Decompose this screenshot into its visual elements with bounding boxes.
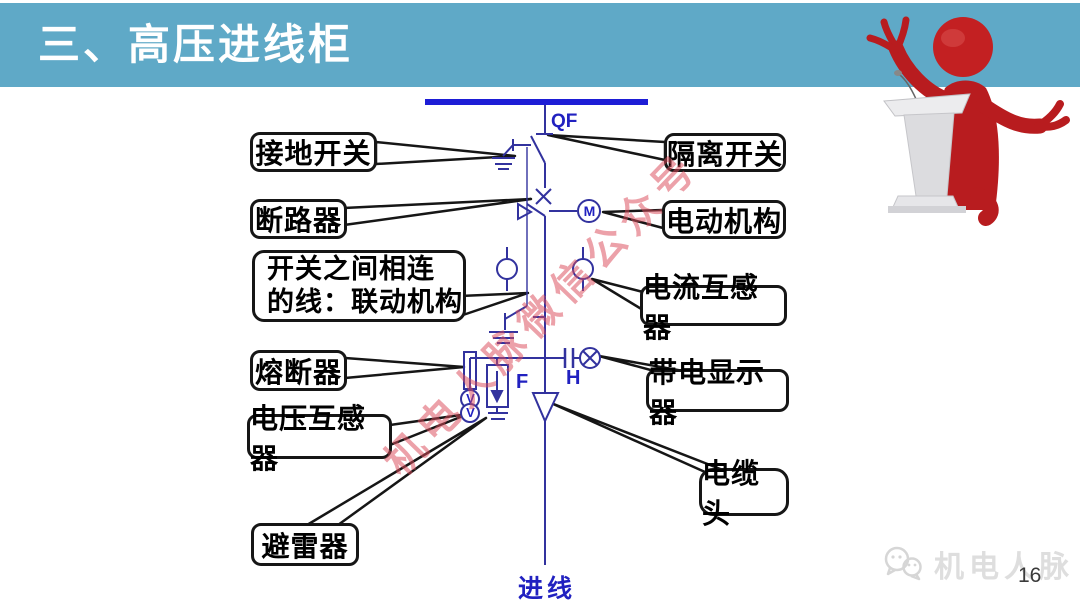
label-fuse-f: F — [516, 371, 529, 393]
incoming-line-label: 进线 — [518, 575, 577, 603]
callout-circuit-breaker: 断路器 — [250, 199, 347, 239]
callout-motor-mechanism-label: 电动机构 — [665, 205, 782, 237]
footer-logo-text: 机电人脉 — [934, 551, 1074, 584]
label-vt-lower: V — [466, 405, 475, 420]
callout-linkage-line1: 开关之间相连 — [267, 254, 435, 284]
callout-motor-mechanism: 电动机构 — [662, 200, 786, 239]
callout-fuse-label: 熔断器 — [254, 356, 342, 388]
circuit-lines — [460, 105, 601, 565]
callout-circuit-breaker-label: 断路器 — [254, 205, 342, 236]
presenter-figure-icon — [866, 16, 1070, 226]
callout-voltage-transformer: 电压互感器 — [247, 403, 392, 474]
callout-live-display: 带电显示器 — [646, 357, 789, 428]
callout-lightning-arrester: 避雷器 — [251, 523, 359, 566]
label-display-h: H — [566, 367, 581, 389]
callout-live-display-label: 带电显示器 — [649, 356, 766, 428]
page-number: 16 — [1018, 564, 1042, 587]
callout-current-transformer: 电流互感器 — [640, 272, 787, 343]
callout-linkage-line2: 的线：联动机构 — [267, 287, 463, 317]
callout-fuse: 熔断器 — [250, 350, 347, 391]
label-motor: M — [583, 203, 596, 219]
callout-earthing-switch: 接地开关 — [250, 132, 377, 172]
wechat-logo-icon — [884, 546, 922, 581]
callout-linkage-mechanism: 开关之间相连 的线：联动机构 — [252, 250, 466, 322]
callout-voltage-transformer-label: 电压互感器 — [250, 402, 367, 474]
label-qf: QF — [551, 111, 578, 132]
callout-isolating-switch-label: 隔离开关 — [667, 138, 784, 170]
callout-lightning-arrester-label: 避雷器 — [261, 530, 349, 562]
callout-cable-head-label: 电缆头 — [702, 458, 761, 529]
callout-earthing-switch-label: 接地开关 — [255, 138, 372, 169]
label-vt-upper: V — [466, 391, 475, 406]
footer-logo: 机电人脉 — [882, 542, 1074, 586]
podium-icon — [883, 70, 971, 213]
page-title: 三、高压进线柜 — [38, 21, 354, 68]
callout-cable-head: 电缆头 — [699, 458, 789, 529]
callout-isolating-switch: 隔离开关 — [664, 133, 786, 172]
callout-current-transformer-label: 电流互感器 — [643, 271, 760, 343]
